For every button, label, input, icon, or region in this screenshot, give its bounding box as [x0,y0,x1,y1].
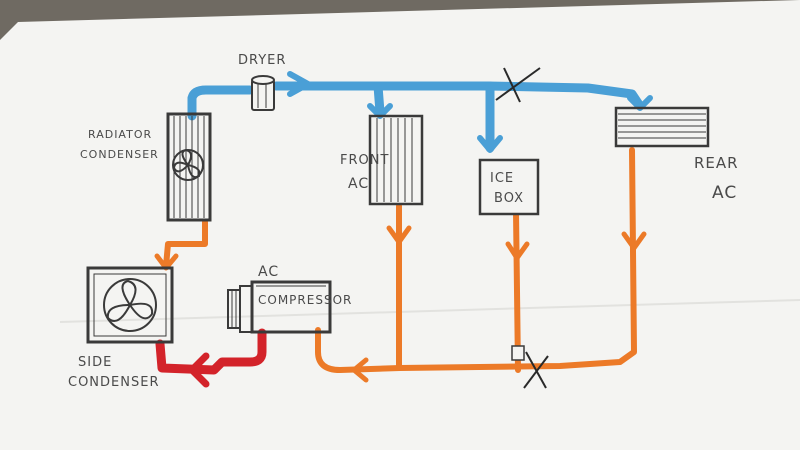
red-arrowhead [188,352,210,388]
box-icon [478,158,540,216]
red-discharge-line [155,328,267,375]
label-rear: REAR [694,154,739,172]
fan-icon [172,148,204,181]
label-compressor: COMPRESSOR [258,293,352,307]
orange-return-line [163,147,637,373]
valve-icon [511,345,525,361]
label-rear-ac: AC [712,183,737,203]
x-mark-icon [495,67,541,103]
canister-icon [251,75,275,111]
label-radiator-condenser: CONDENSER [80,148,159,161]
label-side-condenser: CONDENSER [68,375,159,390]
label-ice: ICE [490,171,514,186]
evaporator-icon [614,106,710,148]
evaporator-icon [368,114,424,206]
blue-supply-line [187,81,645,153]
label-front-ac: AC [348,176,369,192]
side-condenser [86,266,174,344]
orange-arrowheads [154,225,647,383]
label-radiator: RADIATOR [88,128,152,141]
label-front: FRONT [340,153,389,168]
label-box: BOX [494,191,524,206]
paper-fold [59,299,800,323]
x-mark-icon [523,351,549,389]
compressor-icon [227,280,332,334]
fan-icon [103,278,157,332]
label-side: SIDE [78,355,112,370]
radiator-condenser [166,112,212,222]
label-ac: AC [258,264,279,280]
label-dryer: DRYER [238,53,286,68]
